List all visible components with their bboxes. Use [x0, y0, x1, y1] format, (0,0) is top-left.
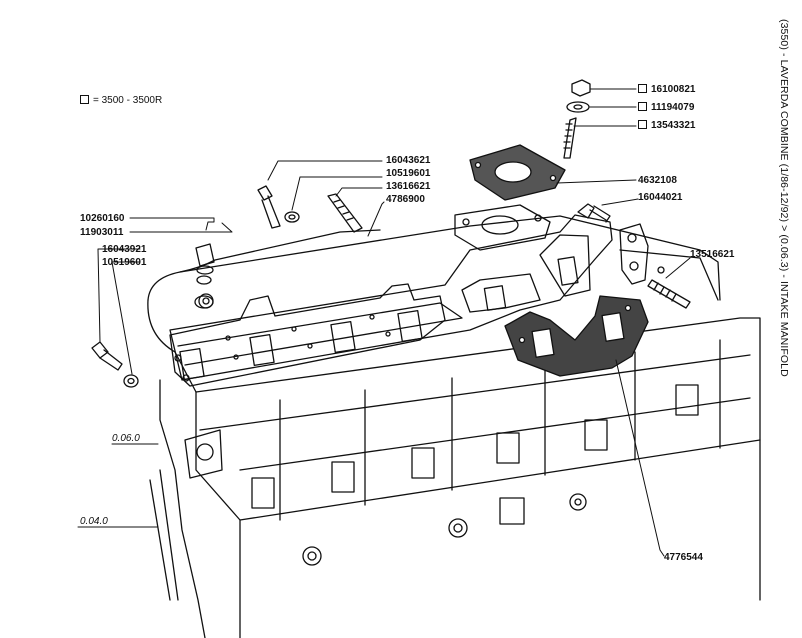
flange-gasket: [469, 144, 566, 201]
square-marker-icon: [638, 84, 647, 93]
part-label[interactable]: 10519601: [386, 168, 431, 179]
square-marker-icon: [638, 102, 647, 111]
part-label[interactable]: 16043921: [102, 244, 147, 255]
part-label[interactable]: 4776544: [664, 552, 703, 563]
part-label[interactable]: 11903011: [80, 227, 124, 238]
part-label[interactable]: 16043621: [386, 155, 431, 166]
leader-lines: [77, 88, 691, 557]
part-label[interactable]: 13516621: [690, 249, 735, 260]
diagram-title: (3550) - LAVERDA COMBINE (1/86-12/92) > …: [778, 19, 790, 377]
square-marker-icon: [638, 120, 647, 129]
part-label[interactable]: 16100821: [638, 84, 696, 95]
intake-manifold: [169, 204, 613, 387]
engine-block: [149, 317, 761, 638]
legend-text: = 3500 - 3500R: [93, 95, 163, 106]
part-label[interactable]: 16044021: [638, 192, 683, 203]
part-label[interactable]: 13543321: [638, 120, 696, 131]
part-label[interactable]: 4632108: [638, 175, 677, 186]
square-marker-icon: [80, 95, 89, 104]
part-label[interactable]: 10260160: [80, 213, 125, 224]
part-label[interactable]: 4786900: [386, 194, 425, 205]
reference-upper[interactable]: 0.06.0: [112, 433, 140, 444]
part-label[interactable]: 13616621: [386, 181, 431, 192]
reference-lower[interactable]: 0.04.0: [80, 516, 108, 527]
manifold-gasket: [504, 295, 649, 377]
legend: = 3500 - 3500R: [80, 95, 162, 106]
part-label[interactable]: 11194079: [638, 102, 694, 113]
fasteners: [91, 79, 691, 388]
bracket: [619, 223, 665, 285]
part-label[interactable]: 10519601: [102, 257, 147, 268]
